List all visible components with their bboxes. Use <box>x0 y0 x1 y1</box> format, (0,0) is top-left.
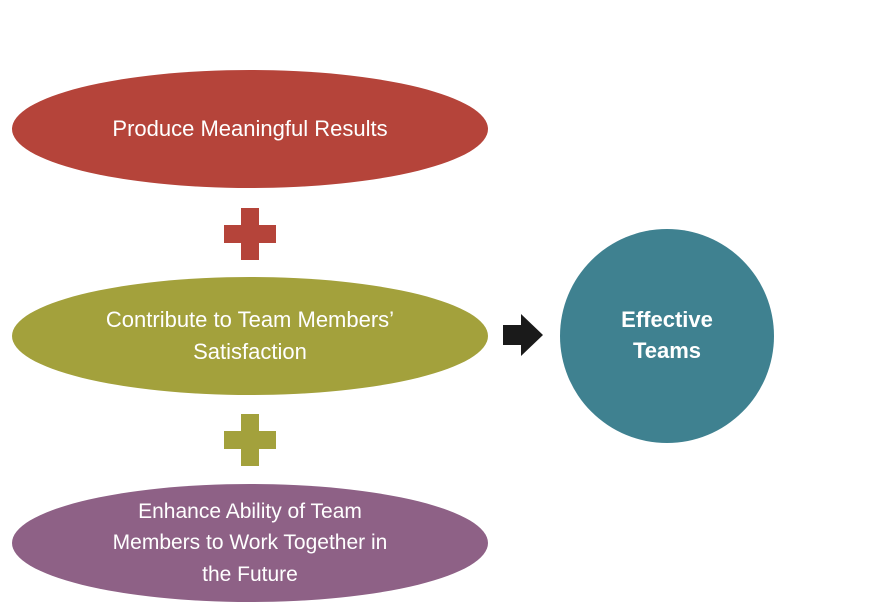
satisfaction-ellipse: Contribute to Team Members’ Satisfaction <box>12 277 488 395</box>
effective-teams-label: Effective Teams <box>621 307 713 363</box>
effective-teams-circle: Effective Teams <box>560 229 774 443</box>
results-label: Produce Meaningful Results <box>112 116 388 142</box>
ability-ellipse: Enhance Ability of Team Members to Work … <box>12 484 488 602</box>
arrow-right-icon <box>503 314 543 356</box>
satisfaction-label: Contribute to Team Members’ Satisfaction <box>105 307 395 364</box>
plus-icon <box>224 414 276 466</box>
plus-icon <box>224 208 276 260</box>
ability-label: Enhance Ability of Team Members to Work … <box>112 499 388 586</box>
results-ellipse: Produce Meaningful Results <box>12 70 488 188</box>
